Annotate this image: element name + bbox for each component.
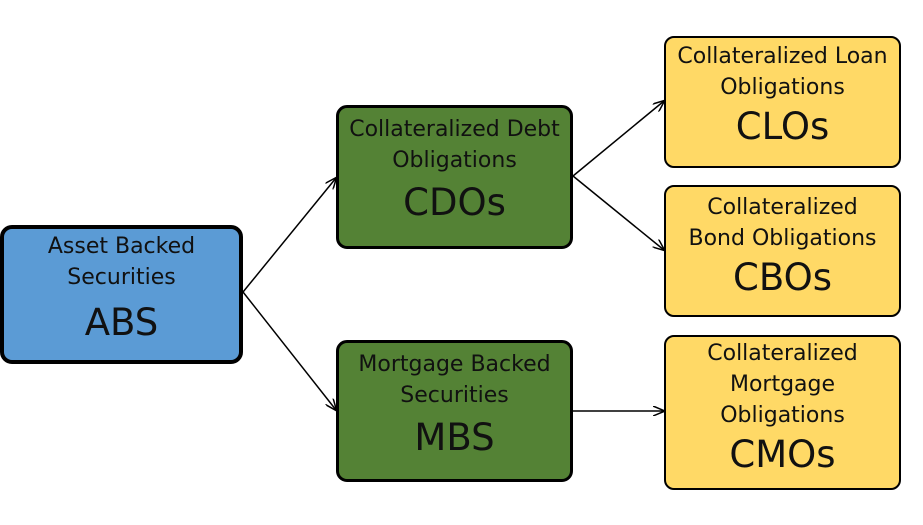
node-cmo-full-name-line-1: Collateralized <box>707 341 858 366</box>
edge-cdo-to-cbo <box>572 175 664 250</box>
node-abs[interactable]: Asset Backed Securities ABS <box>0 225 243 364</box>
node-mbs-full-name-line-2: Securities <box>400 383 509 408</box>
node-cbo-full-name-line-2: Bond Obligations <box>688 226 877 251</box>
node-abs-abbreviation: ABS <box>84 301 159 344</box>
node-cmo-full-name-line-3: Obligations <box>720 403 845 428</box>
node-cbo-abbreviation: CBOs <box>733 256 832 299</box>
node-mbs[interactable]: Mortgage Backed Securities MBS <box>336 340 573 482</box>
node-abs-full-name-line-2: Securities <box>67 265 176 290</box>
node-mbs-full-name-line-1: Mortgage Backed <box>358 352 551 377</box>
node-cdo-abbreviation: CDOs <box>403 181 506 224</box>
node-clo[interactable]: Collateralized Loan Obligations CLOs <box>664 36 901 168</box>
node-abs-full-name-line-1: Asset Backed <box>47 234 196 259</box>
node-cdo-full-name-line-2: Obligations <box>392 148 517 173</box>
node-clo-abbreviation: CLOs <box>735 105 830 148</box>
edge-abs-to-cdo <box>242 178 336 293</box>
node-cmo-abbreviation: CMOs <box>729 433 836 476</box>
edge-cdo-to-clo <box>572 101 664 177</box>
node-cdo[interactable]: Collateralized Debt Obligations CDOs <box>336 105 573 249</box>
edge-abs-to-mbs <box>242 291 336 410</box>
node-clo-full-name-line-1: Collateralized Loan <box>677 44 888 69</box>
node-cdo-full-name-line-1: Collateralized Debt <box>349 117 560 142</box>
node-cmo[interactable]: Collateralized Mortgage Obligations CMOs <box>664 335 901 490</box>
node-cbo-full-name-line-1: Collateralized <box>707 195 858 220</box>
node-cbo[interactable]: Collateralized Bond Obligations CBOs <box>664 185 901 317</box>
node-clo-full-name-line-2: Obligations <box>720 75 845 100</box>
node-cmo-full-name-line-2: Mortgage <box>729 372 836 397</box>
node-mbs-abbreviation: MBS <box>414 416 495 459</box>
